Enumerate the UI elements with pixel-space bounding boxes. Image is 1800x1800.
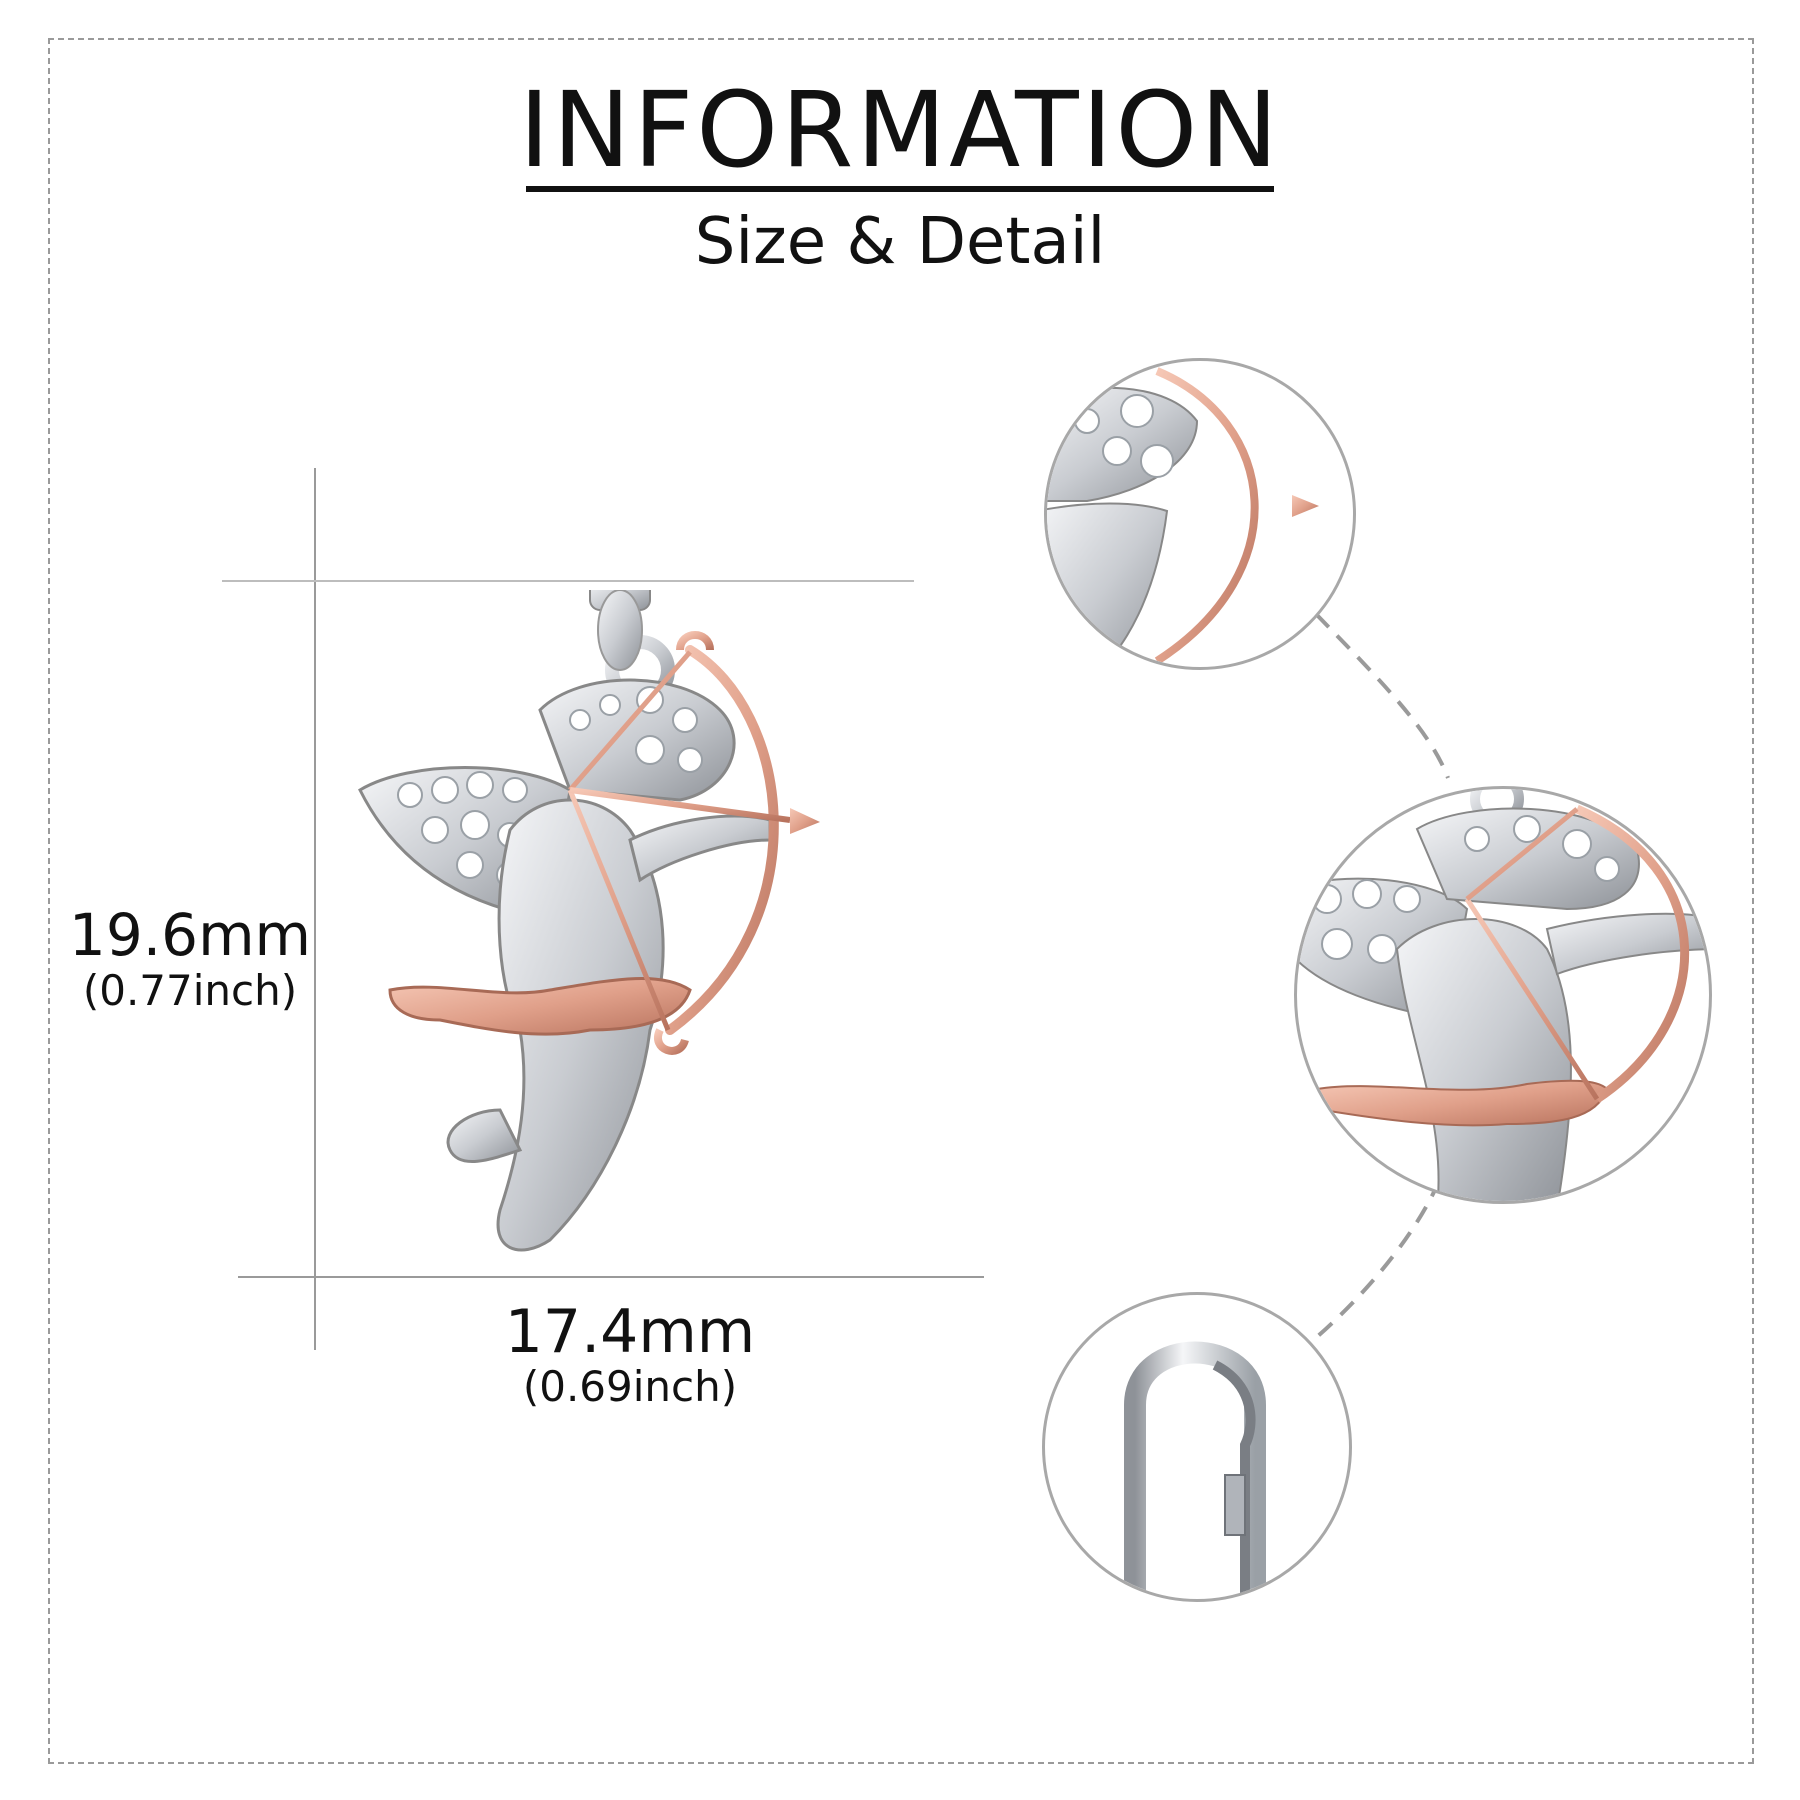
bottom-guide-horizontal <box>238 1276 984 1278</box>
detail-circle-bow <box>1044 358 1356 670</box>
detail-circle-hook <box>1042 1292 1352 1602</box>
page-title: INFORMATION <box>518 69 1282 191</box>
height-guide-vertical <box>314 468 316 1350</box>
height-mm-label: 19.6mm <box>68 901 312 969</box>
detail-circle-body <box>1294 786 1712 1204</box>
height-inch-label: (0.77inch) <box>82 966 298 1015</box>
page-subtitle: Size & Detail <box>694 205 1106 279</box>
dashed-frame <box>48 38 1754 1764</box>
top-guide-horizontal <box>222 580 914 582</box>
title-underline <box>526 186 1274 192</box>
width-inch-label: (0.69inch) <box>522 1362 738 1411</box>
cupid-pendant-image <box>350 590 930 1270</box>
width-mm-label: 17.4mm <box>504 1297 756 1367</box>
